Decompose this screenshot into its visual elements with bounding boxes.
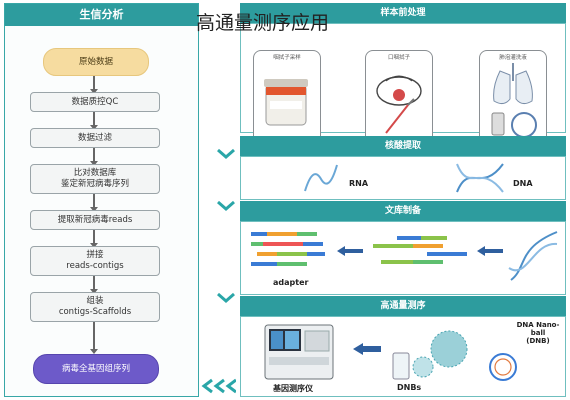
chevron-down-icon: [217, 148, 235, 159]
arrow-left-icon: [477, 246, 503, 256]
flow-arrow: [90, 194, 98, 212]
lab-workflow-panel: 样本前处理 咽拭子采样 口咽拭子 肺泡灌洗液: [240, 3, 566, 397]
flow-arrow: [90, 112, 98, 130]
sequencer-label: 基因测序仪: [273, 384, 313, 393]
page-title: 高通量测序应用: [196, 12, 330, 34]
dnb-label: DNBs: [397, 383, 422, 392]
arrow-left-icon: [337, 246, 363, 256]
nanoball-ring-icon: [489, 353, 517, 381]
flow-step-extract-reads: 提取新冠病毒reads: [30, 210, 160, 230]
flow-arrow: [90, 230, 98, 248]
dna-fragments-icon: [373, 236, 467, 264]
sample-card-lung: 肺泡灌洗液: [479, 50, 547, 150]
sample-prep-header: 样本前处理: [240, 3, 566, 23]
flow-step-splice: 拼接 reads-contigs: [30, 246, 160, 276]
chevron-down-icon: [217, 292, 235, 303]
library-section: adapter: [240, 221, 566, 295]
flow-end-genome: 病毒全基因组序列: [33, 354, 159, 384]
flow-step-qc: 数据质控QC: [30, 92, 160, 112]
sample-card-swab: 口咽拭子: [365, 50, 433, 150]
dna-nanoball-icon: [392, 330, 468, 380]
throat-swab-icon: [376, 75, 422, 134]
extraction-section: RNA DNA: [240, 156, 566, 200]
arrow-left-icon: [353, 343, 381, 355]
sequencing-header: 高通量测序: [240, 296, 566, 316]
sequencer-icon: [264, 324, 334, 380]
chevron-down-icon: [217, 200, 235, 211]
bioinformatics-panel: 生信分析 原始数据 数据质控QC 数据过滤 比对数据库 鉴定新冠病毒序列 提取新…: [4, 3, 199, 397]
sample-prep-section: 咽拭子采样 口咽拭子 肺泡灌洗液: [240, 23, 566, 150]
analysis-flowchart: 原始数据 数据质控QC 数据过滤 比对数据库 鉴定新冠病毒序列 提取新冠病毒re…: [5, 26, 198, 386]
flow-arrow: [90, 76, 98, 94]
rna-label: RNA: [349, 179, 369, 188]
sequencing-section: 基因测序仪 DNBs DNA Nano-ball (DNB): [240, 316, 566, 397]
chevron-left-double-icon: [201, 378, 236, 394]
bioinformatics-header: 生信分析: [5, 4, 198, 26]
adapter-fragments-icon: [251, 232, 325, 266]
dna-label: DNA: [513, 179, 533, 188]
flow-step-filter: 数据过滤: [30, 128, 160, 148]
sample-card-tube: 咽拭子采样: [253, 50, 321, 150]
dna-helix-icon: [456, 163, 504, 193]
flow-arrow: [90, 276, 98, 294]
rna-strand-icon: [304, 164, 338, 192]
sample-card-label: 咽拭子采样: [273, 55, 301, 61]
lungs-icon: [491, 63, 537, 138]
adapter-label: adapter: [273, 278, 309, 287]
flow-arrow: [90, 148, 98, 166]
sample-card-label: 口咽拭子: [387, 55, 410, 61]
flow-start-raw-data: 原始数据: [43, 48, 149, 76]
library-header: 文库制备: [240, 201, 566, 221]
flow-step-assemble: 组装 contigs-Scaffolds: [30, 292, 160, 322]
extraction-header: 核酸提取: [240, 136, 566, 156]
flow-step-align: 比对数据库 鉴定新冠病毒序列: [30, 164, 160, 194]
flow-arrow: [90, 322, 98, 354]
nanoball-label: DNA Nano-ball (DNB): [516, 321, 560, 345]
sample-card-label: 肺泡灌洗液: [499, 55, 527, 61]
dna-helix-icon: [508, 231, 558, 281]
sample-tube-icon: [264, 79, 308, 126]
